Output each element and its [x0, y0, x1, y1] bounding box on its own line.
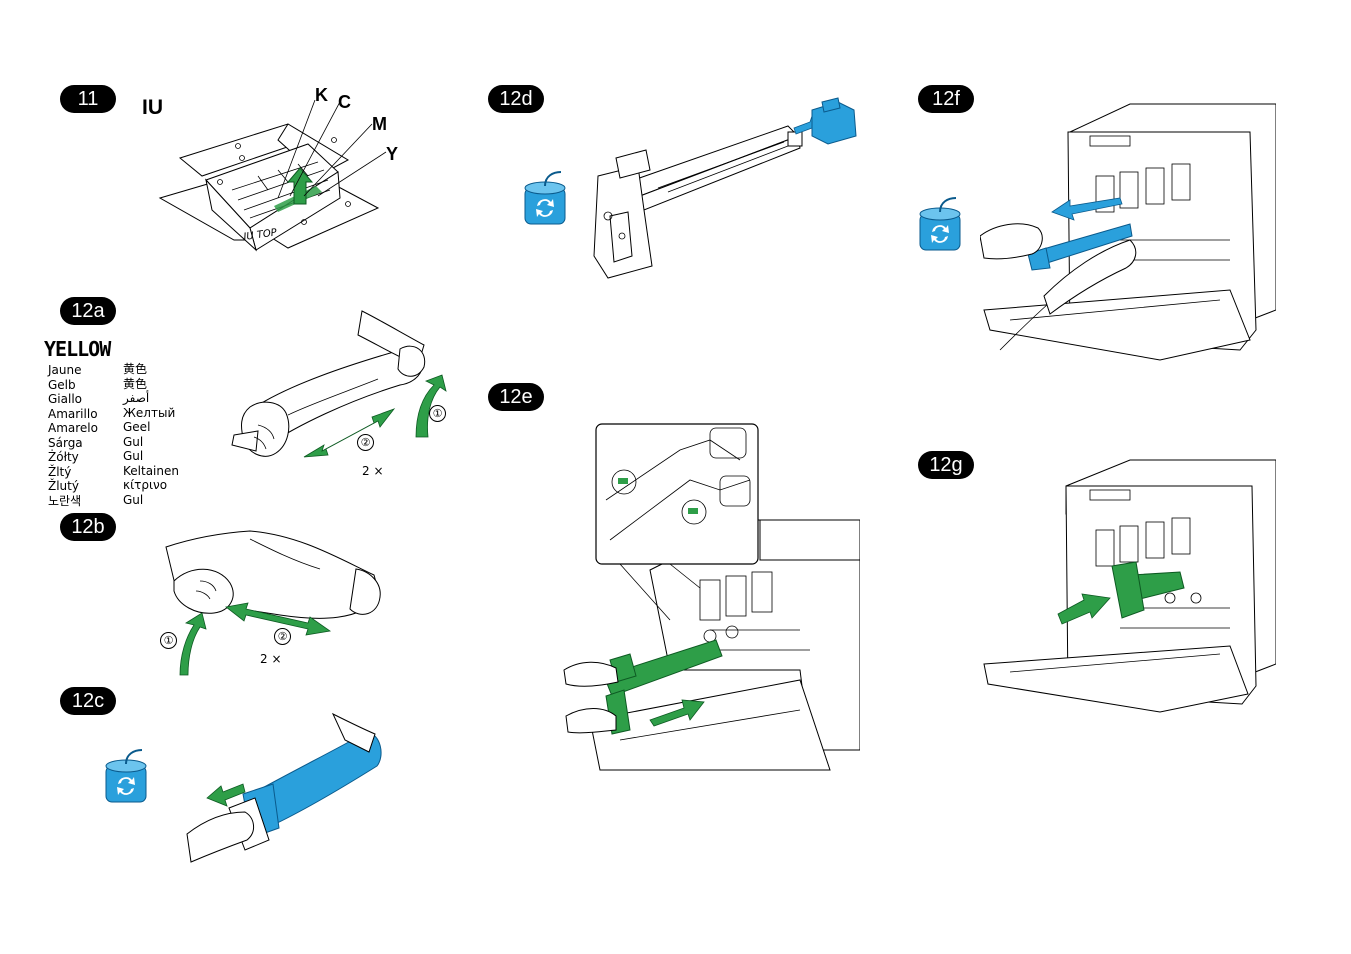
- step-12b-badge: 12b: [60, 513, 116, 541]
- double-arrow-icon: [303, 408, 396, 458]
- step-one-marker: ①: [429, 405, 446, 422]
- k-label: K: [315, 85, 328, 105]
- rotate-drum-icon: [104, 748, 148, 806]
- step-two-marker: ②: [357, 434, 374, 451]
- step-one-marker-b: ①: [160, 632, 177, 649]
- language-name: Geel: [123, 420, 151, 434]
- language-name: 黄色: [123, 362, 148, 376]
- language-name: أصفر: [123, 391, 150, 405]
- insert-unit-illustration: [560, 420, 860, 780]
- repeat-count: 2 ×: [362, 464, 384, 478]
- language-name: Keltainen: [123, 463, 179, 478]
- close-cover-illustration: [980, 458, 1276, 718]
- remove-protector-illustration: [980, 100, 1276, 370]
- open-box-illustration: IU TOP: [158, 100, 398, 260]
- step-12c-badge: 12c: [60, 687, 116, 715]
- shake-reverse-illustration: [160, 525, 390, 685]
- language-name: Gelb: [48, 377, 76, 392]
- language-name: Gul: [123, 492, 144, 507]
- language-name: Amarelo: [48, 421, 98, 435]
- imaging-unit-illustration: [588, 96, 863, 286]
- box-print-text: IU TOP: [243, 227, 279, 243]
- language-name: Gul: [123, 449, 144, 463]
- step-12f-badge: 12f: [918, 85, 974, 113]
- language-name: Sárga: [48, 435, 83, 450]
- repeat-count-b: 2 ×: [260, 652, 282, 666]
- step-12a-badge: 12a: [60, 297, 116, 325]
- iu-label: IU: [142, 96, 163, 119]
- language-name: Žlutý: [48, 479, 79, 493]
- language-name: 노란색: [48, 493, 82, 508]
- remove-cover-illustration: [185, 700, 395, 870]
- zoom-callout: [595, 423, 759, 565]
- shake-horizontal-illustration: [228, 305, 458, 485]
- y-label: Y: [386, 144, 399, 164]
- language-name: Jaune: [48, 363, 82, 377]
- language-name: Żółty: [48, 450, 79, 464]
- language-name: Giallo: [48, 392, 82, 406]
- language-name: Gul: [123, 434, 144, 449]
- yellow-heading: YELLOW: [44, 337, 111, 361]
- language-name: Желтый: [123, 405, 176, 420]
- rotate-drum-icon-12d: [523, 170, 567, 228]
- m-label: M: [372, 114, 387, 134]
- step-11-badge: 11: [60, 85, 116, 113]
- language-name: 黄色: [123, 376, 148, 391]
- language-name: Žltý: [48, 464, 72, 479]
- language-name: Amarillo: [48, 406, 98, 421]
- step-12g-badge: 12g: [918, 451, 974, 479]
- step-12e-badge: 12e: [488, 383, 544, 411]
- language-name: κίτρινο: [123, 478, 168, 492]
- step-two-marker-b: ②: [274, 628, 291, 645]
- c-label: C: [338, 92, 351, 112]
- step-12d-badge: 12d: [488, 85, 544, 113]
- rotate-drum-icon-12f: [918, 196, 962, 254]
